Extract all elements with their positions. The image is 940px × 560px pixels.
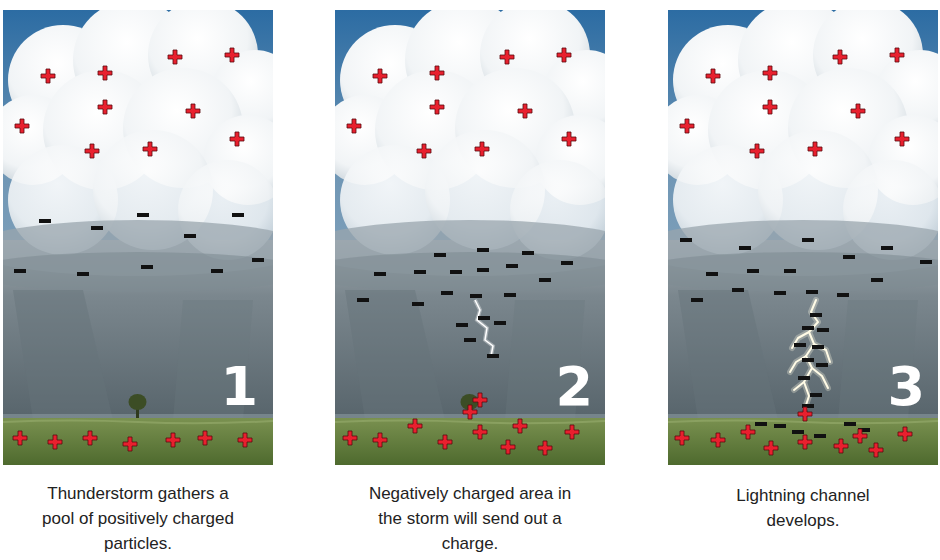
step-caption: Thunderstorm gathers a pool of positivel… [29,481,247,556]
callout-number: 1 [206,360,258,414]
panel-two [300,0,640,465]
step-caption: Negatively charged area in the storm wil… [357,481,583,556]
callout-number: 2 [541,360,593,414]
callout-number: 3 [873,360,925,414]
step-caption: Lightning channel develops. [718,483,888,533]
panel-three [633,0,940,465]
panel-one [0,0,308,465]
